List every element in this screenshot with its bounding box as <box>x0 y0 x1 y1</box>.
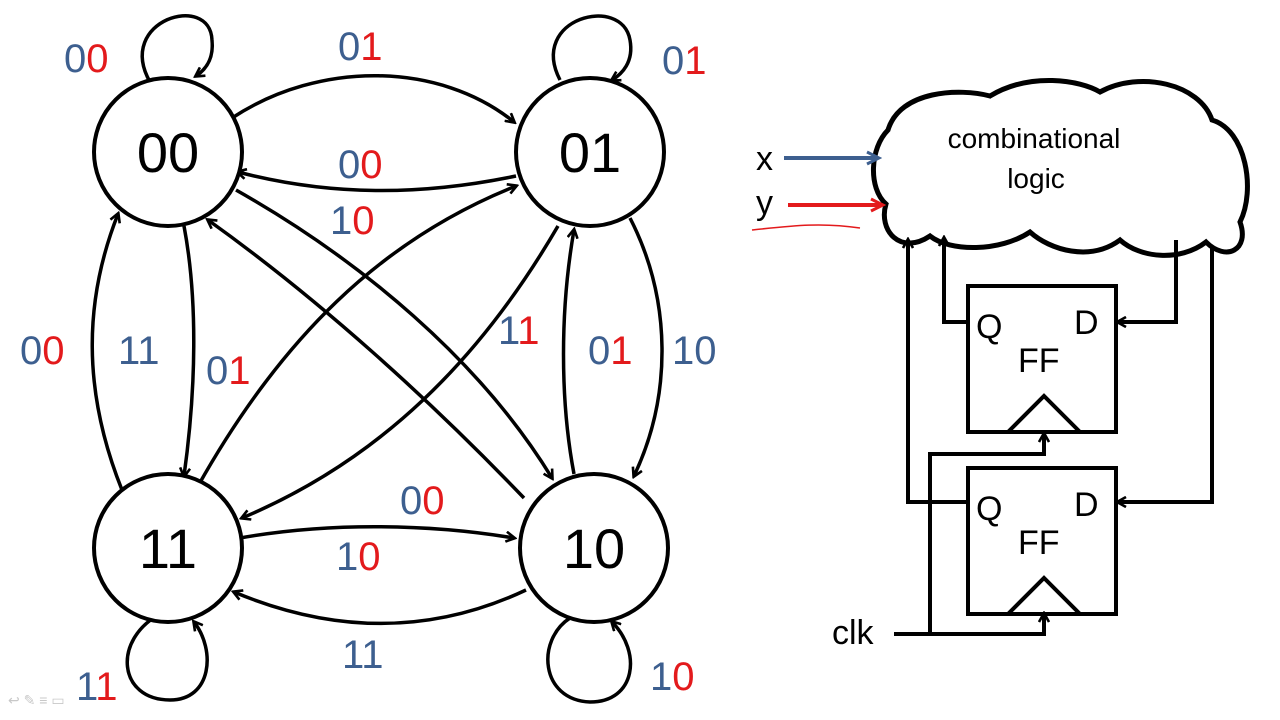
edge-01-to-10-outer <box>628 217 664 476</box>
monitor-icon[interactable]: ▭ <box>51 692 65 708</box>
y-underline-scribble <box>751 224 861 231</box>
flip-flop-top <box>966 284 1118 434</box>
state-edges <box>90 14 664 704</box>
edge-label-left-inner: 11 <box>118 329 160 373</box>
edge-label-self-00: 00 <box>64 37 109 81</box>
edge-label-self-01: 01 <box>662 39 707 83</box>
player-toolbar: ↩ ✎ ≡ ▭ <box>8 692 65 709</box>
edge-label-10-to-11-bottom: 11 <box>342 633 384 677</box>
wire-d-bottom <box>1118 246 1214 502</box>
clock-triangle-bottom <box>1006 575 1082 616</box>
edge-label-00-to-01: 01 <box>338 25 383 69</box>
ff-bottom-name: FF <box>1018 524 1060 562</box>
edge-10-to-01-inner <box>561 230 575 475</box>
state-label: 00 <box>137 121 199 184</box>
edge-11-to-10 <box>239 524 514 538</box>
edge-label-diag-10: 10 <box>330 199 375 243</box>
edge-00-to-10-diag <box>235 188 552 478</box>
circuit-diagram: combinational logic x y Q D FF Q D FF cl… <box>751 77 1250 652</box>
state-label: 10 <box>563 517 625 580</box>
edge-labels: 00 01 01 00 10 00 11 01 11 01 10 00 10 1… <box>20 25 717 709</box>
wire-clk-top <box>928 434 1044 634</box>
edge-01-to-00 <box>238 172 517 193</box>
state-node-10: 10 <box>518 472 670 624</box>
state-label: 11 <box>139 517 197 580</box>
edge-self-01 <box>551 14 633 80</box>
edge-self-11 <box>125 612 209 702</box>
back-arrow-icon[interactable]: ↩ <box>8 692 20 708</box>
edge-label-11-to-10: 10 <box>336 535 381 579</box>
menu-icon[interactable]: ≡ <box>39 692 48 708</box>
edge-label-right-inner: 01 <box>588 329 633 373</box>
edge-label-diag-11: 11 <box>498 309 540 353</box>
state-node-01: 01 <box>514 76 666 228</box>
edge-label-right-outer: 10 <box>672 329 717 373</box>
edge-11-to-01-diag <box>196 186 516 487</box>
state-label: 01 <box>559 121 621 184</box>
edge-label-10-to-11-top: 00 <box>400 479 445 523</box>
input-x-label: x <box>756 140 773 178</box>
edge-01-to-11-diag <box>242 225 560 518</box>
state-diagram: 00 01 11 10 00 01 01 00 10 00 11 01 11 0… <box>20 14 717 709</box>
edge-label-self-10: 10 <box>650 655 695 699</box>
wire-q-top <box>944 238 968 324</box>
edge-00-to-01 <box>231 74 514 122</box>
edge-self-10 <box>546 616 633 704</box>
wire-clk-bottom <box>894 614 1044 636</box>
edge-self-00 <box>140 14 215 83</box>
combinational-logic-cloud <box>871 77 1250 258</box>
cloud-label-line2: logic <box>1007 163 1065 194</box>
wire-d-top <box>1118 240 1178 322</box>
ff-top-name: FF <box>1018 342 1060 380</box>
state-node-11: 11 <box>92 472 244 624</box>
edge-label-diag-01: 01 <box>206 349 251 393</box>
input-y-label: y <box>756 184 773 222</box>
ff-top-d: D <box>1074 304 1099 342</box>
ff-top-q: Q <box>976 308 1002 346</box>
pen-icon[interactable]: ✎ <box>23 692 36 708</box>
clock-label: clk <box>832 614 875 652</box>
state-node-00: 00 <box>92 76 244 228</box>
edge-label-self-11: 11 <box>76 665 118 709</box>
wire-q-bottom <box>908 240 968 504</box>
clock-triangle-top <box>1006 393 1082 434</box>
ff-bottom-d: D <box>1074 486 1099 524</box>
edge-10-to-00-diag <box>208 220 526 500</box>
cloud-label-line1: combinational <box>948 123 1121 154</box>
edge-label-left-outer: 00 <box>20 329 65 373</box>
edge-10-to-11-bottom <box>234 588 527 626</box>
edge-11-to-00-outer <box>90 214 124 491</box>
edge-label-01-to-00: 00 <box>338 143 383 187</box>
edge-00-to-11-inner <box>184 225 196 476</box>
ff-bottom-q: Q <box>976 490 1002 528</box>
